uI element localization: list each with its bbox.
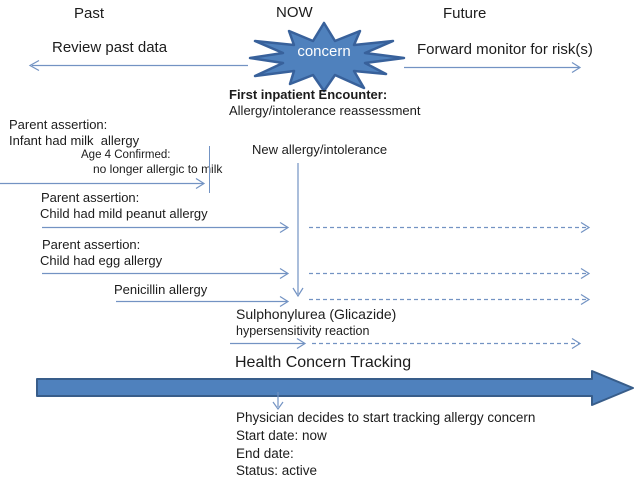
egg-assertion-detail: Child had egg allergy xyxy=(40,253,163,268)
sulphonylurea-arrow xyxy=(230,337,307,350)
health-concern-tracking-title: Health Concern Tracking xyxy=(235,354,412,371)
sulphonylurea-title: Sulphonylurea (Glicazide) xyxy=(236,306,397,322)
review-past-label: Review past data xyxy=(52,39,168,56)
peanut-future-dashed-arrow xyxy=(309,221,591,234)
egg-assertion-title: Parent assertion: xyxy=(42,237,141,252)
encounter-subtitle: Allergy/intolerance reassessment xyxy=(229,103,421,118)
penicillin-label: Penicillin allergy xyxy=(114,282,208,297)
concern-burst-shape xyxy=(248,21,406,93)
milk-arrow xyxy=(0,177,206,190)
forward-monitor-arrow xyxy=(404,61,582,74)
health-concern-tracking-big-arrow xyxy=(36,370,634,406)
now-label: NOW xyxy=(276,4,313,21)
tracking-decision-label: Physician decides to start tracking alle… xyxy=(236,410,536,425)
milk-note-title: Age 4 Confirmed: xyxy=(81,149,171,161)
encounter-title: First inpatient Encounter: xyxy=(229,87,388,102)
review-past-arrow xyxy=(28,59,248,72)
milk-assertion-detail: Infant had milk allergy xyxy=(9,133,140,148)
new-allergy-down-arrow xyxy=(292,163,304,298)
sulphonylurea-detail: hypersensitivity reaction xyxy=(236,324,370,338)
penicillin-future-dashed-arrow xyxy=(309,293,591,306)
peanut-assertion-detail: Child had mild peanut allergy xyxy=(40,206,208,221)
sulphonylurea-future-dashed-arrow xyxy=(312,337,582,350)
past-label: Past xyxy=(74,5,105,22)
future-label: Future xyxy=(443,5,487,22)
peanut-arrow xyxy=(42,221,290,234)
milk-arrow-terminator-line xyxy=(209,146,210,193)
concern-label: concern xyxy=(297,43,351,60)
tracking-end-date-label: End date: xyxy=(236,446,294,461)
tracking-note-down-arrow xyxy=(272,392,284,411)
peanut-assertion-title: Parent assertion: xyxy=(41,190,140,205)
milk-note-detail: no longer allergic to milk xyxy=(93,162,223,176)
tracking-start-date-label: Start date: now xyxy=(236,428,327,443)
tracking-status-label: Status: active xyxy=(236,463,318,478)
egg-future-dashed-arrow xyxy=(309,267,591,280)
egg-arrow xyxy=(42,267,290,280)
forward-monitor-label: Forward monitor for risk(s) xyxy=(417,41,593,58)
new-allergy-label: New allergy/intolerance xyxy=(252,142,388,157)
penicillin-arrow xyxy=(116,295,290,308)
milk-assertion-title: Parent assertion: xyxy=(9,117,108,132)
